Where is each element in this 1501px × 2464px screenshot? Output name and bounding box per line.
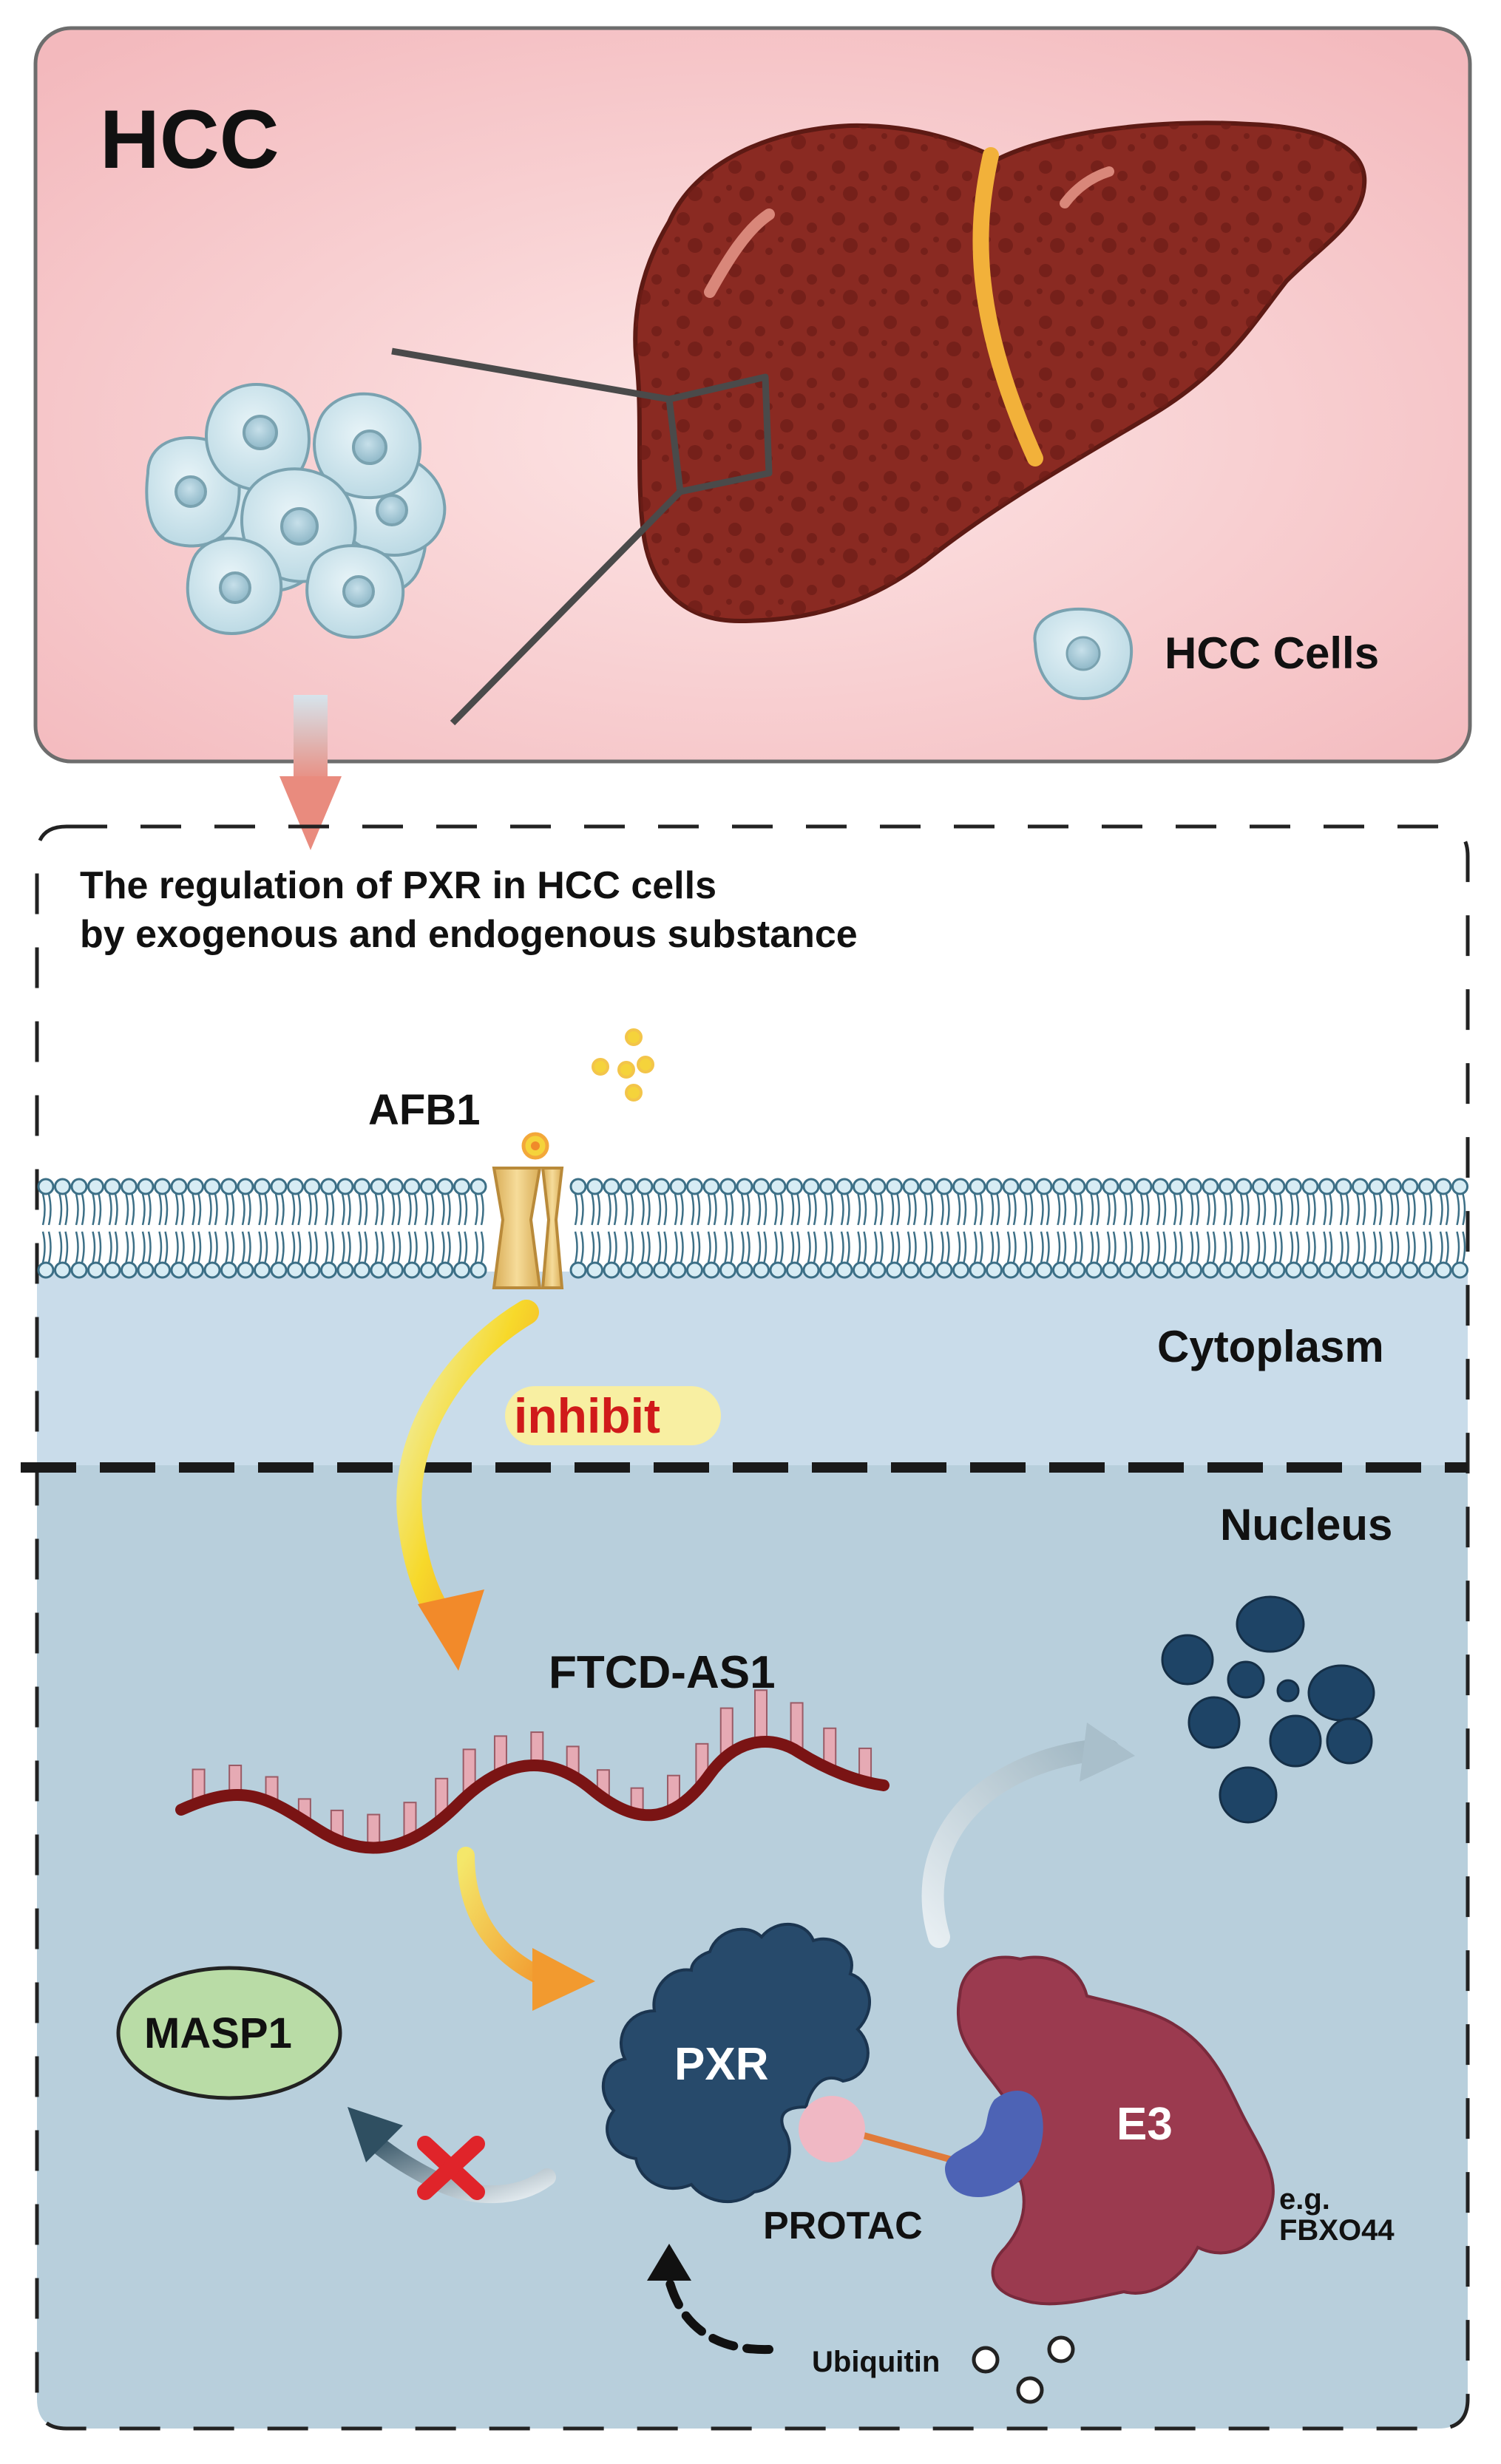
nucleus-label: Nucleus xyxy=(1220,1500,1393,1550)
pxr-label: PXR xyxy=(674,2039,769,2090)
hcc-cell-legend-icon xyxy=(1033,607,1134,701)
ubiquitin-label: Ubiquitin xyxy=(812,2346,941,2378)
afb1-molecules xyxy=(521,1028,654,1160)
masp1-node xyxy=(116,1966,342,2100)
cytoplasm-label: Cytoplasm xyxy=(1157,1322,1384,1371)
hcc-cell-cluster xyxy=(145,383,447,639)
blocked-arrow xyxy=(348,2107,556,2204)
zoom-indicator xyxy=(391,347,773,726)
protac-label: PROTAC xyxy=(763,2205,923,2247)
pxr-protein xyxy=(601,1922,871,2204)
liver-highlight xyxy=(704,208,775,298)
block-x-icon xyxy=(417,2136,485,2200)
fbxo44-label: FBXO44 xyxy=(1279,2214,1395,2247)
regulation-panel xyxy=(21,824,1470,2431)
regulation-heading-line1: The regulation of PXR in HCC cells xyxy=(80,864,716,907)
hcc-title: HCC xyxy=(100,93,279,186)
liver-highlight-right xyxy=(1060,166,1114,208)
cell-membrane xyxy=(37,1178,1468,1279)
down-arrow xyxy=(279,695,342,850)
ubiquitin-molecules xyxy=(972,2335,1075,2404)
rna-to-pxr-arrow xyxy=(457,1847,595,2011)
e3-label: E3 xyxy=(1117,2099,1173,2150)
membrane-channel xyxy=(492,1167,564,1289)
liver-ligament xyxy=(972,147,1043,466)
masp1-label: MASP1 xyxy=(144,2009,292,2057)
protac-molecule xyxy=(799,2091,1043,2197)
regulation-heading-line2: by exogenous and endogenous substance xyxy=(80,913,858,956)
inhibit-label: inhibit xyxy=(514,1388,660,1443)
protac-e3-ligand xyxy=(945,2091,1043,2197)
hcc-cells-legend-label: HCC Cells xyxy=(1165,628,1380,678)
cytoplasm-region xyxy=(37,1272,1468,1465)
degradation-arrow xyxy=(921,1723,1135,1948)
eg-label: e.g. xyxy=(1279,2183,1330,2216)
hcc-panel xyxy=(33,26,1472,764)
ftcd-as1-label: FTCD-AS1 xyxy=(549,1647,776,1698)
degraded-fragments xyxy=(1161,1595,1375,1824)
ubiquitin-arrow xyxy=(647,2244,773,2355)
afb1-label: AFB1 xyxy=(368,1086,481,1134)
ftcd-as1-rna xyxy=(175,1689,890,1854)
inhibit-arrow xyxy=(396,1300,539,1671)
zoom-box xyxy=(665,373,773,495)
protac-pxr-binder xyxy=(799,2096,865,2162)
inhibit-badge xyxy=(505,1386,721,1445)
